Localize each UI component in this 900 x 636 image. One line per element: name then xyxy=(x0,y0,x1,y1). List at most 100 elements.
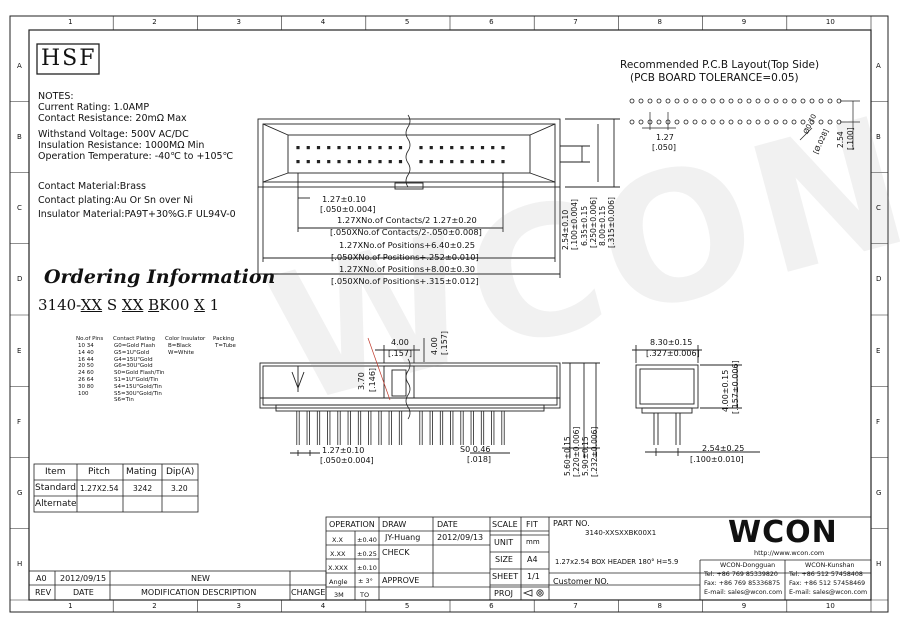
frame-zone-letter: B xyxy=(876,132,881,141)
top-view-pin xyxy=(378,160,382,164)
top-view-pin xyxy=(357,160,362,164)
pcb-hole xyxy=(647,98,653,104)
sheet-value: 1/1 xyxy=(527,572,540,581)
frame-zone-letter: F xyxy=(876,417,881,426)
top-view-pin xyxy=(347,160,351,164)
frame-zone-number: 4 xyxy=(320,18,326,26)
frame-zone-number: 5 xyxy=(404,18,410,26)
top-view-pin xyxy=(450,160,454,164)
office-dongguan-name: WCON-Dongguan xyxy=(720,562,776,569)
pcb-hole xyxy=(809,119,815,125)
top-view-pin xyxy=(470,160,474,164)
packing-list: T=Tube xyxy=(215,343,236,350)
side-dim-row-in: [.100±0.010] xyxy=(690,455,744,464)
pcb-hole xyxy=(791,98,797,104)
color-header: Color Insulator xyxy=(165,336,206,342)
top-view-pin xyxy=(327,160,331,164)
top-dim-4: 1.27XNo.of Positions+8.00±0.30 xyxy=(339,264,476,274)
spec-resistance: Contact Resistance: 20mΩ Max xyxy=(38,113,187,124)
top-view-pin xyxy=(439,146,444,150)
top-view-pin xyxy=(316,146,321,150)
notes-title: NOTES: xyxy=(38,91,74,102)
frame-zone-number: 9 xyxy=(741,602,747,610)
front-view-pins xyxy=(296,411,505,445)
approve-label: APPROVE xyxy=(382,576,420,585)
code-color: B xyxy=(148,296,160,314)
code-positions: XX xyxy=(80,296,103,314)
pcb-hole xyxy=(629,119,635,125)
rev-a0: A0 xyxy=(36,574,47,583)
top-view-pin xyxy=(460,146,464,150)
code-s: S xyxy=(106,296,118,314)
pitch-row-standard-mating: 3242 xyxy=(133,484,153,493)
top-view-pin xyxy=(491,160,495,164)
pcb-hole xyxy=(782,98,788,104)
pcb-hole xyxy=(818,98,824,104)
front-dim-b-in: [.157] xyxy=(440,330,449,355)
frame-zone-letter: F xyxy=(17,417,22,426)
top-view-pin xyxy=(470,146,474,150)
frame-zone-number: 3 xyxy=(236,602,241,610)
top-dim-4-in: [.050XNo.of Positions+.315±0.012] xyxy=(331,276,479,286)
tol-xx-label: X.X xyxy=(332,536,343,544)
side-view-outline xyxy=(632,345,760,456)
front-dim-pitch-in: [.050±0.004] xyxy=(320,456,374,465)
customer-label: Customer NO. xyxy=(553,577,609,586)
rev-header-desc: MODIFICATION DESCRIPTION xyxy=(141,588,257,597)
packing-header: Packing xyxy=(213,336,235,342)
material-insulator: Insulator Material:PA9T+30%G.F UL94V-0 xyxy=(38,209,236,220)
pcb-hole xyxy=(827,98,833,104)
pcb-hole xyxy=(683,119,689,125)
top-dim-r3: 6.35±0.15 xyxy=(580,205,589,246)
unit-value: mm xyxy=(526,538,540,546)
pcb-hole xyxy=(764,98,770,104)
top-view-pin xyxy=(398,146,403,150)
pcb-hole xyxy=(737,98,743,104)
front-dim-pin: S0 0.46 xyxy=(460,445,491,454)
top-view-pin xyxy=(480,146,485,150)
pcb-hole xyxy=(665,98,671,104)
pcb-hole xyxy=(755,119,761,125)
rev-header-change: CHANGE xyxy=(291,588,326,597)
front-dim-r1: 5.60±0.15 xyxy=(563,436,572,476)
top-dim-r5: 8.00±0.15 xyxy=(598,205,607,246)
ordering-code: 3140-XX S XX BK00 X 1 xyxy=(38,296,219,314)
frame-zone-number: 7 xyxy=(573,602,578,610)
pcb-hole xyxy=(746,119,752,125)
pcb-hole xyxy=(728,98,734,104)
top-dim-1: 1.27±0.10 xyxy=(322,194,366,204)
front-view-outline xyxy=(259,337,600,458)
pitch-table-grid xyxy=(33,463,199,513)
plating-option: S4=15U"Gold/Tin xyxy=(114,383,162,390)
spec-insulation: Insulation Resistance: 1000MΩ Min xyxy=(38,140,205,151)
side-dim-width: 8.30±0.15 xyxy=(650,338,693,347)
front-dim-pin-in: [.018] xyxy=(467,455,492,464)
pcb-hole xyxy=(800,98,806,104)
scale-value: FIT xyxy=(526,520,538,529)
spec-voltage: Withstand Voltage: 500V AC/DC xyxy=(38,129,189,140)
frame-zone-number: 9 xyxy=(741,18,747,26)
top-view-pin xyxy=(337,160,341,164)
plating-option: G0=Gold Flash xyxy=(114,343,156,349)
frame-zone-number: 6 xyxy=(489,18,494,26)
rev-a0-desc: NEW xyxy=(191,574,210,583)
top-view-pin xyxy=(316,160,321,164)
pcb-hole xyxy=(710,119,716,125)
pcb-hole xyxy=(773,119,779,125)
position-option: 14 40 xyxy=(78,349,94,356)
top-view-pin xyxy=(491,146,495,150)
rev-header-date: DATE xyxy=(73,588,94,597)
tol-angle-label: Angle xyxy=(329,578,348,586)
frame-zone-letter: E xyxy=(876,346,881,355)
frame-zone-letter: H xyxy=(876,560,882,569)
code-prefix: 3140- xyxy=(38,296,81,314)
position-option: 30 80 xyxy=(78,383,94,390)
rev-header-rev: REV xyxy=(35,588,52,597)
rev-a0-date: 2012/09/15 xyxy=(60,574,107,583)
pcb-hole xyxy=(818,119,824,125)
top-view-pin xyxy=(480,160,485,164)
office-dongguan-email: E-mail: sales@wcon.com xyxy=(704,589,783,596)
plating-header: Contact Plating xyxy=(113,336,156,342)
front-dim-c: 3.70 xyxy=(357,372,366,390)
